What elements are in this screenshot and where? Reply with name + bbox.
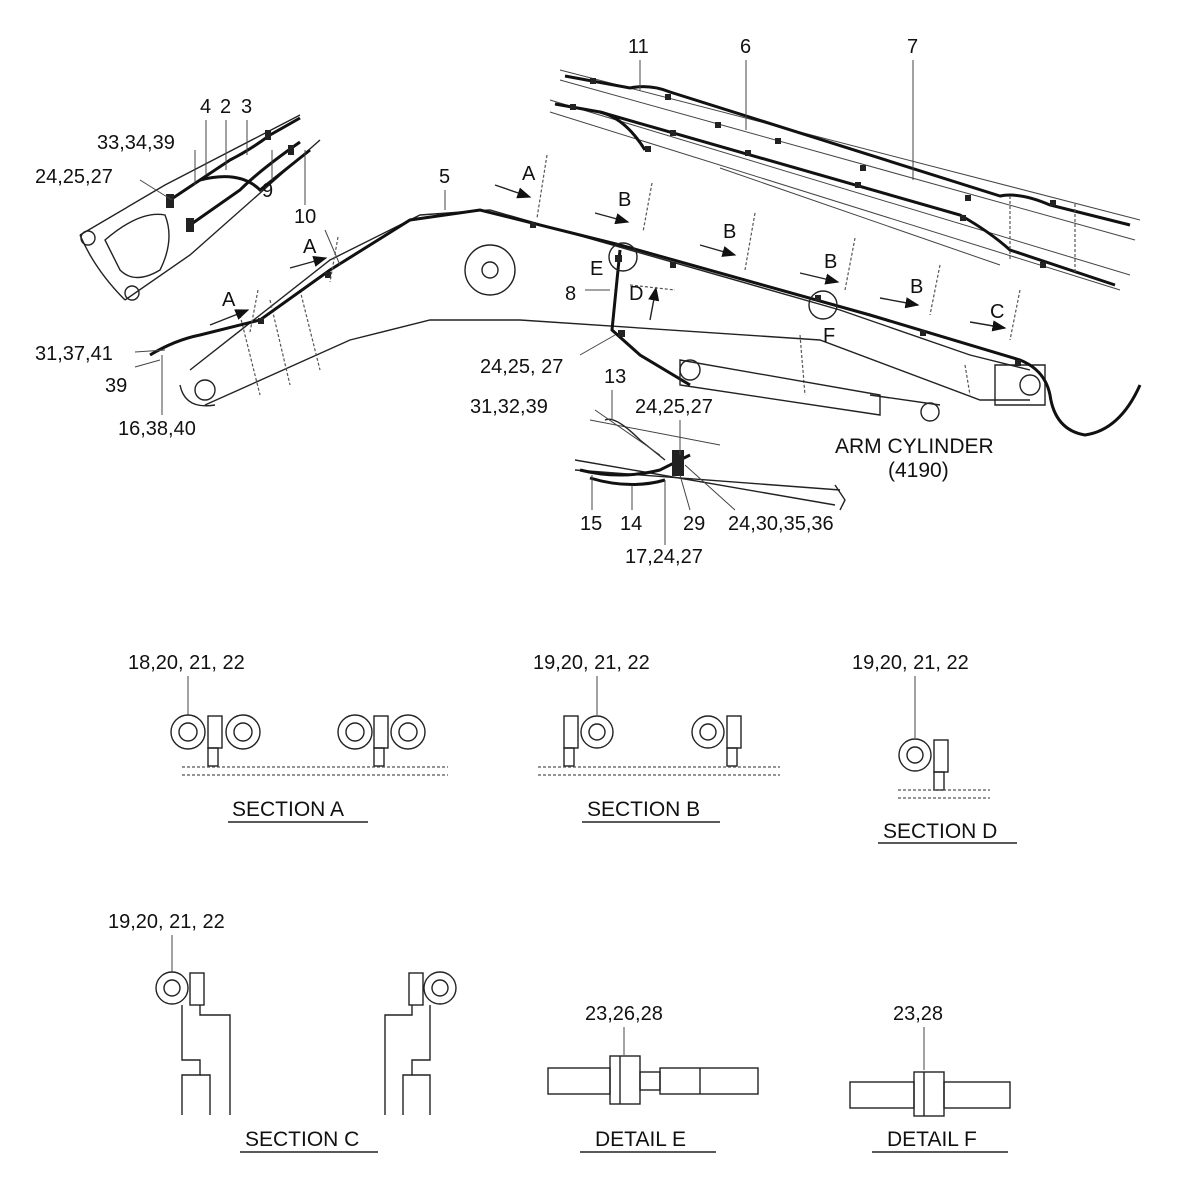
detail-f-label: 23,28 xyxy=(893,1003,943,1025)
leader-lines xyxy=(134,60,914,545)
detail-e-title: DETAIL E xyxy=(595,1128,686,1151)
section-d: 19,20, 21, 22 SECTION D xyxy=(852,652,1017,844)
section-c-title: SECTION C xyxy=(245,1128,359,1151)
callout-31-37-41: 31,37,41 xyxy=(35,343,113,365)
callout-9: 9 xyxy=(262,180,273,202)
section-a-label: 18,20, 21, 22 xyxy=(128,652,245,674)
section-d-label: 19,20, 21, 22 xyxy=(852,652,969,674)
detail-e-label: 23,26,28 xyxy=(585,1003,663,1025)
callout-33-34-39: 33,34,39 xyxy=(97,132,175,154)
callout-5: 5 xyxy=(439,166,450,188)
callout-7: 7 xyxy=(907,36,918,58)
mark-f: F xyxy=(823,325,835,347)
callout-8: 8 xyxy=(565,283,576,305)
callout-24-25-27-low: 24,25,27 xyxy=(635,396,713,418)
arm-hose-detail xyxy=(549,69,1141,291)
mark-b-1: B xyxy=(618,189,631,211)
detail-e: 23,26,28 DETAIL E xyxy=(547,1003,759,1153)
callout-24-30-35-36: 24,30,35,36 xyxy=(728,513,834,535)
callout-labels: 11 6 7 4 2 3 33,34,39 24,25,27 9 10 5 8 … xyxy=(35,36,918,568)
mark-a-3: A xyxy=(522,163,536,185)
section-b-label: 19,20, 21, 22 xyxy=(533,652,650,674)
section-a: 18,20, 21, 22 SECTION A xyxy=(128,652,448,823)
callout-16-38-40: 16,38,40 xyxy=(118,418,196,440)
arm-cylinder-code: (4190) xyxy=(888,459,949,482)
callout-31-32-39: 31,32,39 xyxy=(470,396,548,418)
section-c-label: 19,20, 21, 22 xyxy=(108,911,225,933)
section-a-title: SECTION A xyxy=(232,798,344,821)
callout-2: 2 xyxy=(220,96,231,118)
section-d-title: SECTION D xyxy=(883,820,997,843)
callout-17-24-27: 17,24,27 xyxy=(625,546,703,568)
callout-29: 29 xyxy=(683,513,705,535)
mark-a-2: A xyxy=(303,236,317,258)
section-arrows xyxy=(209,154,1021,341)
arm-cylinder-name: ARM CYLINDER xyxy=(835,435,994,458)
callout-24-25-27-mid: 24,25, 27 xyxy=(480,356,563,378)
boom-foot-detail xyxy=(79,114,321,301)
mark-b-3: B xyxy=(824,251,837,273)
callout-6: 6 xyxy=(740,36,751,58)
section-b-title: SECTION B xyxy=(587,798,700,821)
callout-15: 15 xyxy=(580,513,602,535)
section-b: 19,20, 21, 22 SECTION B xyxy=(533,652,780,823)
boom-assembly xyxy=(149,208,1142,437)
mark-b-2: B xyxy=(723,221,736,243)
detail-f: 23,28 DETAIL F xyxy=(849,1003,1011,1153)
mark-b-4: B xyxy=(910,276,923,298)
section-c: 19,20, 21, 22 SECTION C xyxy=(108,911,457,1153)
lower-hose-detail xyxy=(574,418,846,511)
callout-24-25-27-top: 24,25,27 xyxy=(35,166,113,188)
mark-e: E xyxy=(590,258,603,280)
mark-d: D xyxy=(629,283,643,305)
callout-11: 11 xyxy=(628,36,649,58)
section-letters: A A A B B B B C D E F xyxy=(222,163,1004,347)
callout-4: 4 xyxy=(200,96,211,118)
callout-39: 39 xyxy=(105,375,127,397)
callout-14: 14 xyxy=(620,513,642,535)
mark-a-1: A xyxy=(222,289,236,311)
detail-f-title: DETAIL F xyxy=(887,1128,977,1151)
mark-c: C xyxy=(990,301,1004,323)
callout-10: 10 xyxy=(294,206,316,228)
callout-13: 13 xyxy=(604,366,626,388)
callout-3: 3 xyxy=(241,96,252,118)
